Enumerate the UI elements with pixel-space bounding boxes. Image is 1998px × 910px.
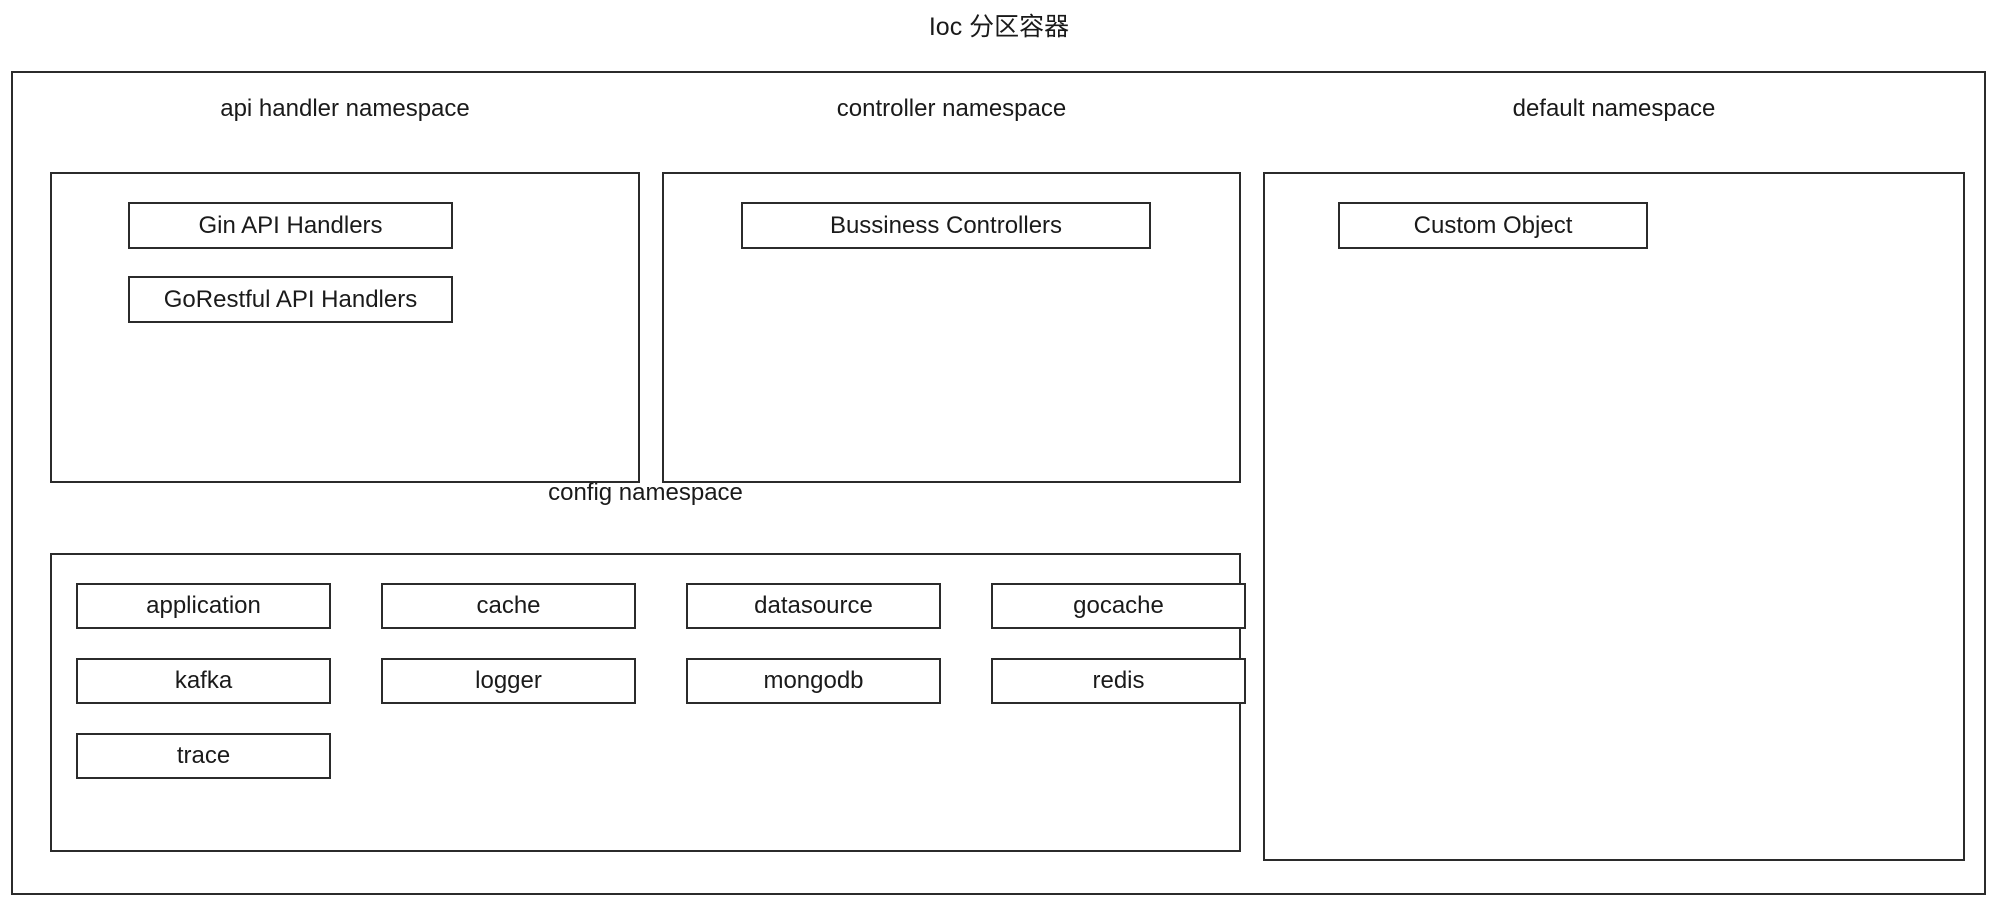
namespace-controller-box: Bussiness Controllers	[662, 172, 1241, 483]
item-bussiness-controllers[interactable]: Bussiness Controllers	[741, 202, 1151, 249]
namespace-api-handler-box: Gin API Handlers GoRestful API Handlers	[50, 172, 640, 483]
item-kafka[interactable]: kafka	[76, 658, 331, 704]
item-gorestful-api-handlers[interactable]: GoRestful API Handlers	[128, 276, 453, 323]
namespace-api-handler-label: api handler namespace	[220, 95, 470, 122]
item-datasource[interactable]: datasource	[686, 583, 941, 629]
item-custom-object[interactable]: Custom Object	[1338, 202, 1648, 249]
namespace-default-label: default namespace	[1512, 95, 1716, 122]
namespace-config-box: application cache datasource gocache kaf…	[50, 553, 1246, 852]
item-gocache[interactable]: gocache	[991, 583, 1246, 629]
namespace-default-box: Custom Object	[1263, 172, 1965, 861]
namespace-config-label: config namespace	[548, 479, 743, 506]
item-gin-api-handlers[interactable]: Gin API Handlers	[128, 202, 453, 249]
item-logger[interactable]: logger	[381, 658, 636, 704]
item-redis[interactable]: redis	[991, 658, 1246, 704]
namespace-controller-label: controller namespace	[836, 95, 1067, 122]
item-mongodb[interactable]: mongodb	[686, 658, 941, 704]
ioc-container: api handler namespace Gin API Handlers G…	[11, 71, 1986, 895]
diagram-title: Ioc 分区容器	[928, 13, 1070, 41]
item-cache[interactable]: cache	[381, 583, 636, 629]
item-trace[interactable]: trace	[76, 733, 331, 779]
config-items-grid: application cache datasource gocache kaf…	[76, 583, 1246, 779]
item-application[interactable]: application	[76, 583, 331, 629]
